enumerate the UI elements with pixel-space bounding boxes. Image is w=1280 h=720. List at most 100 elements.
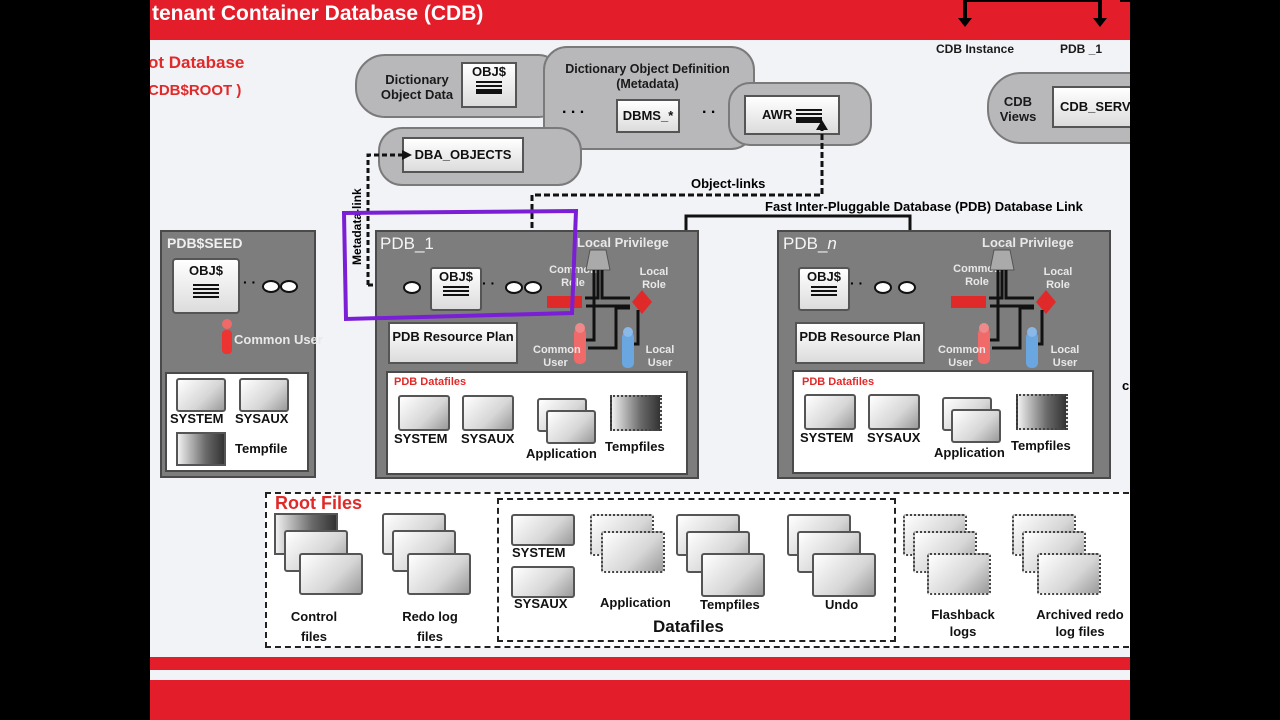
pdbn-system-file[interactable] bbox=[804, 394, 856, 430]
seed-obj-table[interactable]: OBJ$ bbox=[172, 258, 240, 314]
pdbn-link-dot bbox=[898, 281, 916, 294]
pdbn-application-file[interactable] bbox=[951, 409, 1001, 443]
control-file-front[interactable] bbox=[299, 553, 363, 595]
pdbn-sysaux-label: SYSAUX bbox=[867, 430, 921, 445]
root-undo-label: Undo bbox=[825, 597, 859, 612]
seed-tempfile-label: Tempfile bbox=[235, 441, 288, 456]
pdbn-common-user-label: Common User bbox=[938, 344, 986, 369]
fast-inter-pdb-link-label: Fast Inter-Pluggable Database (PDB) Data… bbox=[765, 199, 1083, 214]
dictionary-object-data-label: Dictionary Object Data bbox=[380, 72, 454, 102]
footer-stripe bbox=[150, 657, 1130, 670]
slide-title: tenant Container Database (CDB) bbox=[152, 2, 484, 25]
root-undo-front[interactable] bbox=[812, 553, 876, 597]
pdb1-datafiles-title: PDB Datafiles bbox=[394, 376, 467, 388]
pdb-seed-name: PDB$SEED bbox=[167, 235, 243, 251]
pdbn-tempfiles-file[interactable] bbox=[1016, 394, 1068, 430]
root-database-subtitle: CDB$ROOT ) bbox=[150, 82, 242, 99]
seed-ellipsis: · · bbox=[243, 274, 257, 290]
table-icon bbox=[811, 286, 837, 296]
awr-label: AWR bbox=[762, 107, 793, 122]
root-sysaux-file[interactable] bbox=[511, 566, 575, 598]
root-obj-table[interactable]: OBJ$ bbox=[461, 62, 517, 108]
pdbn-ellipsis: · · bbox=[850, 275, 864, 291]
pdb1-tempfiles-label: Tempfiles bbox=[605, 439, 665, 454]
obj-label: OBJ$ bbox=[807, 269, 841, 284]
root-application-file[interactable] bbox=[601, 531, 665, 573]
obj-label: OBJ$ bbox=[472, 64, 506, 79]
flashback-log-front[interactable] bbox=[927, 553, 991, 595]
pdb1-name: PDB_1 bbox=[380, 234, 434, 253]
seed-link-dot bbox=[280, 280, 298, 293]
pdb1-local-role-label: Local Role bbox=[639, 266, 669, 291]
archived-redo-log-files-label: Archived redo log files bbox=[1036, 607, 1124, 639]
root-tempfiles-label: Tempfiles bbox=[700, 597, 760, 612]
pdbn-datafiles-title: PDB Datafiles bbox=[802, 376, 875, 388]
cdb-diagram-slide: tenant Container Database (CDB) CDB Inst… bbox=[150, 0, 1130, 720]
pdb1-link-dot bbox=[403, 281, 421, 294]
pdbn-application-label: Application bbox=[934, 445, 1005, 460]
seed-common-user-label: Common User bbox=[234, 332, 323, 347]
object-links-label: Object-links bbox=[691, 176, 766, 191]
pdbn-local-role-label: Local Role bbox=[1043, 266, 1073, 291]
pdbn-name: PDB_n bbox=[783, 234, 837, 254]
archived-redo-front[interactable] bbox=[1037, 553, 1101, 595]
root-tempfile-front[interactable] bbox=[701, 553, 765, 597]
cdb-views-label: CDB Views bbox=[999, 94, 1037, 124]
pdbn-local-privilege-label: Local Privilege bbox=[982, 235, 1074, 250]
pdbn-resource-plan[interactable]: PDB Resource Plan bbox=[795, 322, 925, 364]
obj-label: OBJ$ bbox=[439, 269, 473, 284]
pdbn-sysaux-file[interactable] bbox=[868, 394, 920, 430]
pdb1-ellipsis: · · bbox=[482, 275, 496, 291]
local-user-icon bbox=[1026, 332, 1038, 368]
dba-objects-view[interactable]: DBA_OBJECTS bbox=[402, 137, 524, 173]
root-system-label: SYSTEM bbox=[512, 545, 566, 560]
ellipsis-2: . . bbox=[702, 100, 716, 117]
obj-label: OBJ$ bbox=[189, 263, 223, 278]
pdb1-application-label: Application bbox=[526, 446, 597, 461]
dbms-package[interactable]: DBMS_* bbox=[616, 99, 680, 133]
pdb1-local-user-label: Local User bbox=[645, 344, 675, 369]
local-role-icon bbox=[1036, 290, 1056, 314]
root-database-title: ot Database bbox=[150, 53, 245, 72]
root-files-title: Root Files bbox=[275, 493, 363, 513]
pdb1-privilege-graph bbox=[547, 249, 652, 368]
pdb1-link-dot bbox=[524, 281, 542, 294]
ellipsis-1: . . . bbox=[562, 100, 585, 117]
dictionary-object-data-shape bbox=[355, 54, 559, 118]
pdb1-link-dot bbox=[505, 281, 523, 294]
pdb1-system-file[interactable] bbox=[398, 395, 450, 431]
footer-bar bbox=[150, 680, 1130, 720]
pdb1-system-label: SYSTEM bbox=[394, 431, 448, 446]
pdb1-tempfiles-file[interactable] bbox=[610, 395, 662, 431]
pdbn-obj-table[interactable]: OBJ$ bbox=[798, 267, 850, 311]
flashback-logs-label: Flashback logs bbox=[931, 607, 995, 639]
pdb1-local-privilege-label: Local Privilege bbox=[577, 235, 669, 250]
cdb-instance-label: CDB Instance bbox=[936, 42, 1015, 56]
annotation-highlight bbox=[341, 208, 579, 322]
pdb1-application-file[interactable] bbox=[546, 410, 596, 444]
seed-sysaux-file[interactable] bbox=[239, 378, 289, 412]
local-user-icon bbox=[622, 332, 634, 368]
pdbn-name-prefix: PDB_ bbox=[783, 234, 828, 253]
pdbn-name-suffix: n bbox=[827, 234, 837, 253]
pdb1-resource-plan[interactable]: PDB Resource Plan bbox=[388, 322, 518, 364]
pdbn-tempfiles-label: Tempfiles bbox=[1011, 438, 1071, 453]
instance-arrows bbox=[958, 0, 1130, 27]
cut-off-text: c bbox=[1122, 378, 1130, 393]
pdb1-obj-table[interactable]: OBJ$ bbox=[430, 267, 482, 311]
pdb1-sysaux-label: SYSAUX bbox=[461, 431, 515, 446]
seed-link-dot bbox=[262, 280, 280, 293]
seed-tempfile[interactable] bbox=[176, 432, 226, 466]
root-system-file[interactable] bbox=[511, 514, 575, 546]
pdb1-sysaux-file[interactable] bbox=[462, 395, 514, 431]
pdb1-common-user-label: Common User bbox=[533, 344, 581, 369]
table-icon bbox=[476, 81, 502, 94]
table-icon bbox=[443, 286, 469, 296]
cdb-service-view[interactable]: CDB_SERV bbox=[1052, 86, 1130, 128]
seed-system-file[interactable] bbox=[176, 378, 226, 412]
control-files-label: Control files bbox=[290, 609, 338, 644]
common-user-icon bbox=[222, 319, 232, 354]
root-datafiles-title: Datafiles bbox=[653, 617, 724, 636]
pdb1-instance-label: PDB _1 bbox=[1060, 42, 1103, 56]
redo-file-front[interactable] bbox=[407, 553, 471, 595]
